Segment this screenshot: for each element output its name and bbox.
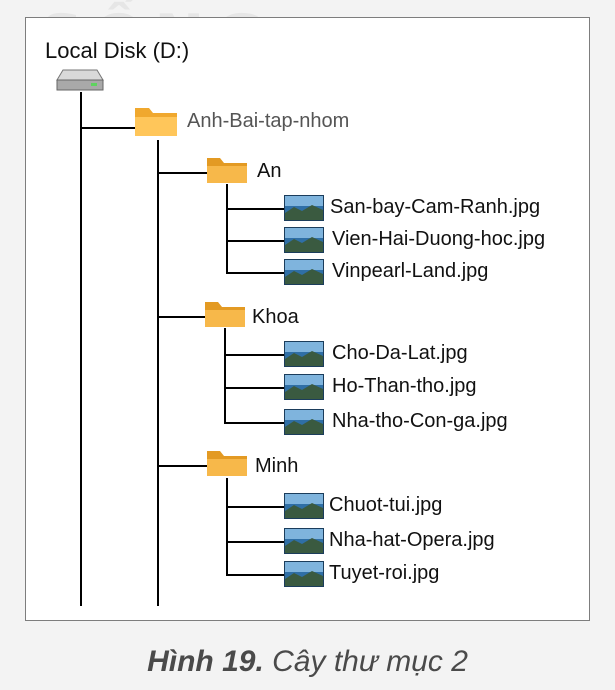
file-label[interactable]: Vinpearl-Land.jpg <box>332 260 489 282</box>
image-file-icon[interactable] <box>284 493 324 519</box>
tree-line-minh-file3 <box>226 574 284 576</box>
tree-line-khoa-file1 <box>224 354 284 356</box>
hard-drive-icon[interactable] <box>55 66 105 94</box>
tree-line-level1-vertical <box>157 140 159 606</box>
tree-line-folder-minh <box>157 465 207 467</box>
tree-line-minh-vertical <box>226 478 228 575</box>
folder-label-minh[interactable]: Minh <box>255 455 299 477</box>
tree-line-folder-khoa <box>157 316 205 318</box>
image-file-icon[interactable] <box>284 409 324 435</box>
file-label[interactable]: Cho-Da-Lat.jpg <box>332 342 468 364</box>
tree-line-minh-file1 <box>226 506 284 508</box>
caption-number: Hình 19. <box>147 645 264 678</box>
folder-label-khoa[interactable]: Khoa <box>252 306 299 328</box>
tree-line-an-vertical <box>226 184 228 274</box>
tree-line-an-file2 <box>226 240 284 242</box>
image-file-icon[interactable] <box>284 195 324 221</box>
file-label[interactable]: Nha-hat-Opera.jpg <box>329 529 495 551</box>
tree-line-minh-file2 <box>226 541 284 543</box>
folder-label-an[interactable]: An <box>257 160 282 182</box>
tree-line-folder-an <box>157 172 207 174</box>
tree-line-an-file1 <box>226 208 284 210</box>
folder-icon[interactable] <box>203 299 247 329</box>
disk-label[interactable]: Local Disk (D:) <box>45 38 190 63</box>
caption-text: Cây thư mục 2 <box>272 645 468 678</box>
tree-line-khoa-vertical <box>224 328 226 424</box>
folder-icon[interactable] <box>133 102 179 138</box>
file-label[interactable]: Tuyet-roi.jpg <box>329 562 440 584</box>
image-file-icon[interactable] <box>284 341 324 367</box>
tree-line-an-file3 <box>226 272 284 274</box>
image-file-icon[interactable] <box>284 561 324 587</box>
file-label[interactable]: Vien-Hai-Duong-hoc.jpg <box>332 228 546 250</box>
file-label[interactable]: Ho-Than-tho.jpg <box>332 375 477 397</box>
image-file-icon[interactable] <box>284 227 324 253</box>
tree-line-root-vertical <box>80 92 82 606</box>
tree-line-khoa-file3 <box>224 422 284 424</box>
folder-icon[interactable] <box>205 155 249 185</box>
root-folder-label[interactable]: Anh-Bai-tap-nhom <box>187 110 350 132</box>
file-label[interactable]: Nha-tho-Con-ga.jpg <box>332 410 508 432</box>
file-label[interactable]: Chuot-tui.jpg <box>329 494 443 516</box>
folder-icon[interactable] <box>205 448 249 478</box>
figure-caption: Hình 19. Cây thư mục 2 <box>0 645 615 679</box>
tree-line-root-branch <box>80 127 135 129</box>
tree-line-khoa-file2 <box>224 387 284 389</box>
image-file-icon[interactable] <box>284 374 324 400</box>
image-file-icon[interactable] <box>284 259 324 285</box>
file-label[interactable]: San-bay-Cam-Ranh.jpg <box>330 196 541 218</box>
folder-tree-panel <box>25 17 590 621</box>
image-file-icon[interactable] <box>284 528 324 554</box>
